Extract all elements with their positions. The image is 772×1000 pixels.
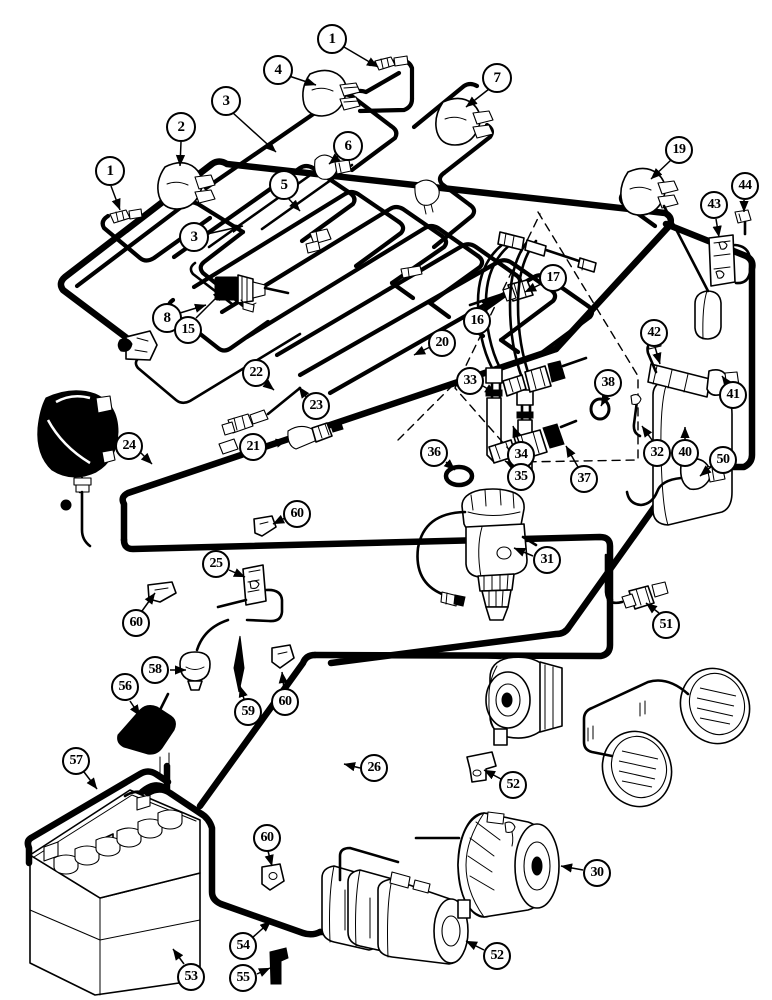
callout-3-harness-branch-upper: 3 — [211, 86, 241, 116]
callout-3-harness-branch-lower: 3 — [179, 222, 209, 252]
callout-15-switch-body-15: 15 — [174, 316, 202, 344]
callout-60-clip-60b: 60 — [122, 609, 150, 637]
callout-52-starter-52b: 52 — [483, 942, 511, 970]
alternator-30 — [414, 811, 560, 919]
callout-25-junction-block-25: 25 — [202, 550, 230, 578]
antenna-59 — [233, 635, 245, 693]
connector-22 — [221, 413, 254, 436]
callout-43-resistor-block: 43 — [700, 191, 728, 219]
callout-24-headlamp-24: 24 — [115, 432, 143, 460]
callout-40-coil-body-40: 40 — [671, 439, 699, 467]
callout-50-switch-50: 50 — [709, 446, 737, 474]
callout-7-lamp-housing-right-front: 7 — [482, 63, 512, 93]
callout-21-sender-21: 21 — [239, 433, 267, 461]
junction-block-25 — [216, 564, 284, 623]
callout-60-clip-60a: 60 — [283, 500, 311, 528]
clip-60c — [271, 644, 295, 669]
horn-assembly — [464, 654, 563, 746]
rear-lamps — [582, 667, 751, 808]
battery-53 — [29, 789, 201, 996]
clip-60d — [261, 863, 285, 891]
callout-20-harness-section-20: 20 — [428, 329, 456, 357]
callout-59-antenna-59: 59 — [234, 698, 262, 726]
leader-lines — [83, 46, 749, 977]
callout-37-connector-37: 37 — [570, 465, 598, 493]
starter-52 — [321, 846, 469, 965]
callout-19-lamp-housing-right-rear: 19 — [665, 136, 693, 164]
battery-cell-caps — [53, 809, 183, 875]
callout-6-switch-connector: 6 — [333, 131, 363, 161]
bracket-dashed-32 — [397, 211, 642, 463]
coil-assembly-42-40 — [646, 335, 740, 526]
lamp-housing-right-rear — [620, 167, 679, 216]
lamp-housing-left-front — [302, 69, 361, 117]
callout-60-clip-60d: 60 — [253, 824, 281, 852]
bulb-connector-upper — [374, 55, 409, 71]
callout-1-bulb-connector-lower-left: 1 — [95, 156, 125, 186]
clamp-52a — [466, 751, 497, 783]
headlamp-24 — [37, 390, 119, 548]
terminal-bolt-55 — [269, 947, 289, 985]
callout-33-cable-33: 33 — [456, 367, 484, 395]
callout-54-cable-54: 54 — [229, 932, 257, 960]
clip-60b — [147, 581, 177, 603]
harness-main-loops — [57, 158, 756, 810]
harness-wire-network-upper — [74, 58, 658, 405]
o-ring-36 — [443, 464, 475, 488]
resistor-block-43 — [708, 209, 752, 287]
callout-60-clip-60c: 60 — [271, 688, 299, 716]
plug-bracket-8 — [117, 330, 158, 361]
callout-22-connector-22: 22 — [242, 359, 270, 387]
spark-plug-37-upper — [502, 356, 588, 397]
distributor-31 — [416, 488, 538, 621]
callout-53-battery-53: 53 — [177, 963, 205, 991]
callout-51-switch-51: 51 — [652, 611, 680, 639]
callout-36-o-ring-36: 36 — [420, 439, 448, 467]
sender-21 — [287, 419, 344, 450]
callout-44-ground-strap: 44 — [731, 172, 759, 200]
lamp-housing-right-front — [435, 97, 494, 146]
callout-32-bracket-32: 32 — [643, 439, 671, 467]
canister-43 — [662, 204, 722, 340]
spark-plug-37-lower — [488, 419, 578, 464]
callout-35-cable-35: 35 — [507, 463, 535, 491]
callout-42-coil-42: 42 — [640, 319, 668, 347]
inline-connector-a — [305, 228, 332, 254]
horn-button-58 — [179, 618, 230, 691]
toggle-switch-56 — [117, 692, 176, 755]
o-ring-38 — [589, 397, 611, 421]
callout-17-connector-plug-17: 17 — [539, 264, 567, 292]
lamp-housing-left-side — [157, 161, 216, 210]
inline-connector-b — [400, 265, 423, 279]
callout-23-terminal-23: 23 — [302, 392, 330, 420]
callout-58-horn-button-58: 58 — [141, 656, 169, 684]
callout-55-terminal-bolt-55: 55 — [229, 964, 257, 992]
callout-16-wire-lead-16: 16 — [463, 307, 491, 335]
connector-small-23b — [218, 438, 239, 455]
callout-31-distributor-31: 31 — [533, 546, 561, 574]
callout-41-connector-41: 41 — [719, 381, 747, 409]
callout-1-bulb-connector-upper: 1 — [317, 24, 347, 54]
callout-2-lamp-housing-left-side: 2 — [166, 112, 196, 142]
callout-8-light-switch-8: 8 — [152, 303, 182, 333]
callout-5-harness-main-run: 5 — [269, 170, 299, 200]
callout-26-harness-26: 26 — [360, 754, 388, 782]
callout-57-battery-cable-57: 57 — [62, 747, 90, 775]
clip-60a — [253, 515, 277, 537]
callout-30-alternator-30: 30 — [583, 859, 611, 887]
connector-23 — [249, 386, 302, 425]
callout-4-lamp-housing-left-front: 4 — [263, 55, 293, 85]
callout-38-o-ring-38: 38 — [594, 369, 622, 397]
sensor-mid — [414, 179, 440, 215]
bulb-connector-lower-left — [109, 208, 143, 224]
callout-52-clamp-52a: 52 — [499, 771, 527, 799]
callout-56-switch-56: 56 — [111, 673, 139, 701]
